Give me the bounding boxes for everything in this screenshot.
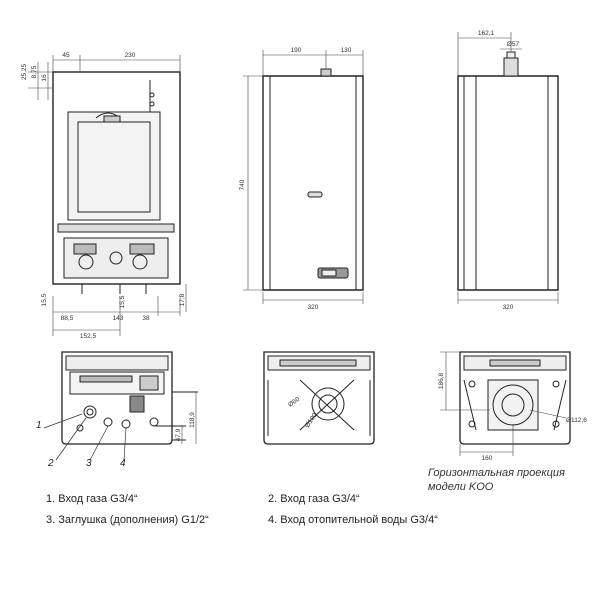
callout-1: 1 [36, 420, 42, 431]
koo-projection-note: Горизонтальная проекция модели KOO [428, 466, 565, 494]
dim-label: 88,5 [61, 315, 74, 322]
legend-item-1: 1. Вход газа G3/4“ [46, 493, 138, 505]
dim-label: Ø60 [287, 396, 301, 409]
dim-label: 160 [482, 455, 493, 462]
top-view-koo-labels: 186,8 Ø112,6 160 [438, 372, 587, 462]
dim-label: 130 [341, 47, 352, 54]
front-view-dimensions [28, 55, 187, 336]
callout-3: 3 [86, 458, 92, 469]
dim-label: 38 [142, 315, 150, 322]
closed-view-dimensions [243, 50, 364, 304]
closed-view-dimension-labels: 190 130 740 320 [239, 47, 352, 311]
legend-item-2: 2. Вход газа G3/4“ [268, 493, 360, 505]
dim-label: 17,8 [179, 293, 186, 306]
dim-label: 45 [62, 52, 70, 59]
bottom-view-left [61, 351, 198, 445]
dim-label: 8,75 [31, 65, 38, 78]
top-view-koo [459, 351, 571, 445]
dim-label: 47,9 [175, 428, 182, 441]
dim-label: 320 [503, 304, 514, 311]
callout-leaders [43, 413, 127, 461]
callout-4: 4 [120, 458, 126, 469]
dim-label: Ø57 [507, 41, 520, 48]
dim-label: 186,8 [438, 372, 445, 389]
dim-label: 230 [125, 52, 136, 59]
front-view-closed [262, 68, 364, 291]
callout-numbers: 1 2 3 4 [36, 420, 126, 469]
bottom-view-left-dimensions [181, 392, 197, 444]
legend-item-3: 3. Заглушка (дополнения) G1/2“ [46, 514, 209, 526]
dim-label: 15,5 [41, 293, 48, 306]
dim-label: 162,1 [478, 30, 495, 37]
dim-label: 740 [239, 179, 246, 190]
koo-note-line-2: модели KOO [428, 481, 494, 493]
dim-label: Ø112,6 [566, 417, 587, 424]
top-view-koo-dimensions [440, 351, 567, 456]
dim-label: 143 [113, 315, 124, 322]
bottom-view-left-labels: 47,9 118,9 [175, 412, 196, 442]
side-view [457, 51, 559, 291]
dim-label: 15,5 [119, 295, 126, 308]
front-view-dimension-labels: 45 230 25,25 8,75 16 15,5 88,5 143 15,5 … [21, 52, 186, 340]
dim-label: 118,9 [189, 412, 196, 428]
dim-label: 16 [41, 74, 48, 82]
side-view-dimensions [457, 32, 559, 304]
callout-2: 2 [47, 458, 54, 469]
side-view-dimension-labels: 162,1 Ø57 320 [478, 30, 520, 311]
dim-label: 152,5 [80, 333, 97, 340]
legend-item-4: 4. Вход отопительной воды G3/4“ [268, 514, 438, 526]
dim-label: 190 [291, 47, 302, 54]
dim-label: 320 [308, 304, 319, 311]
top-view-middle [263, 351, 375, 445]
dim-label: 25,25 [21, 63, 28, 80]
front-view-open [52, 71, 181, 294]
koo-note-line-1: Горизонтальная проекция [428, 467, 565, 479]
